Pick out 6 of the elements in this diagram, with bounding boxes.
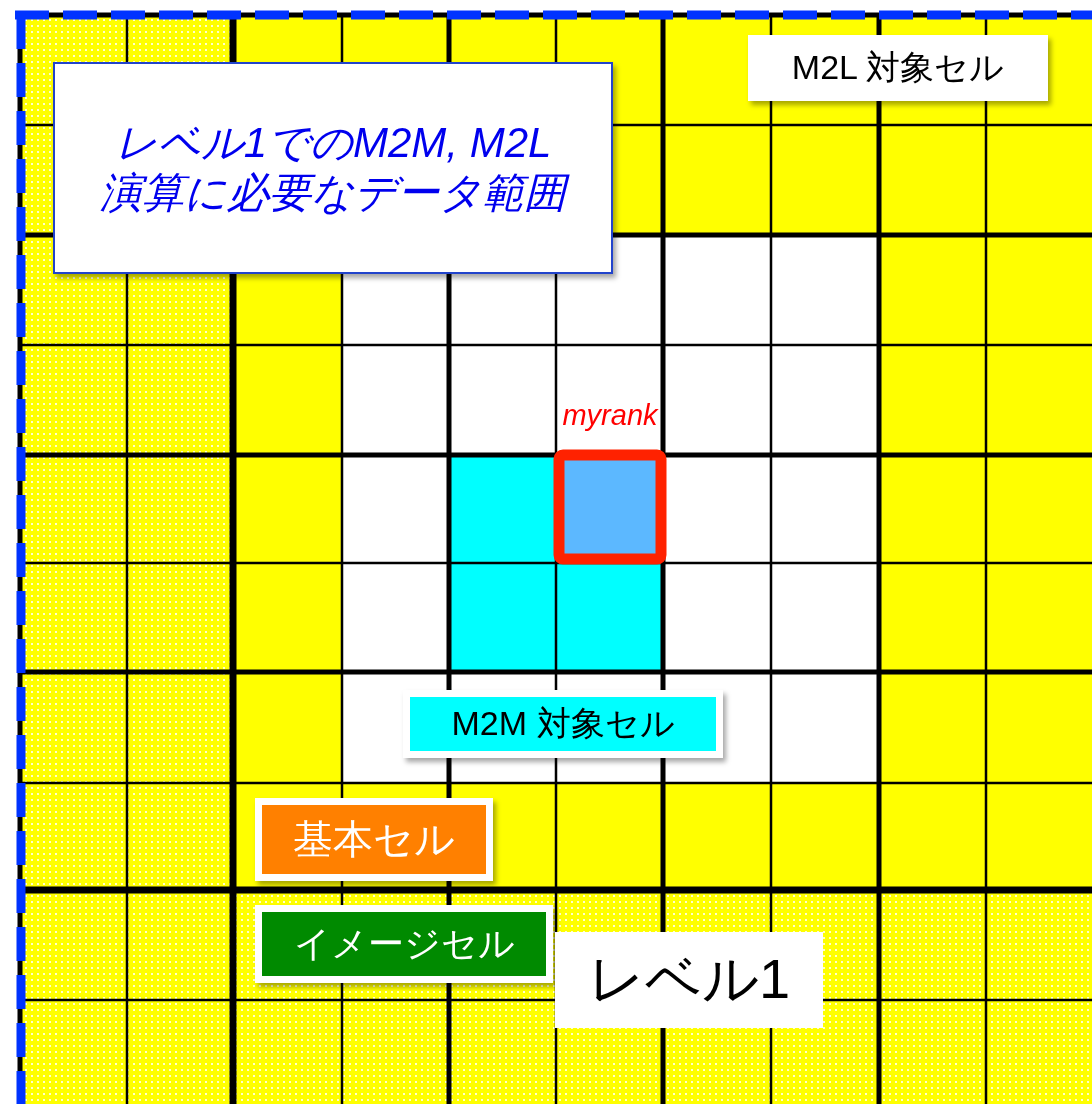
title-callout: レベル1でのM2M, M2L演算に必要なデータ範囲 — [53, 62, 613, 274]
cell-label: myrank — [561, 397, 660, 433]
legend-item: 基本セル — [255, 798, 493, 881]
level-label: レベル1 — [555, 932, 823, 1028]
legend-item: イメージセル — [255, 905, 553, 983]
legend-item: M2L 対象セル — [748, 35, 1048, 101]
